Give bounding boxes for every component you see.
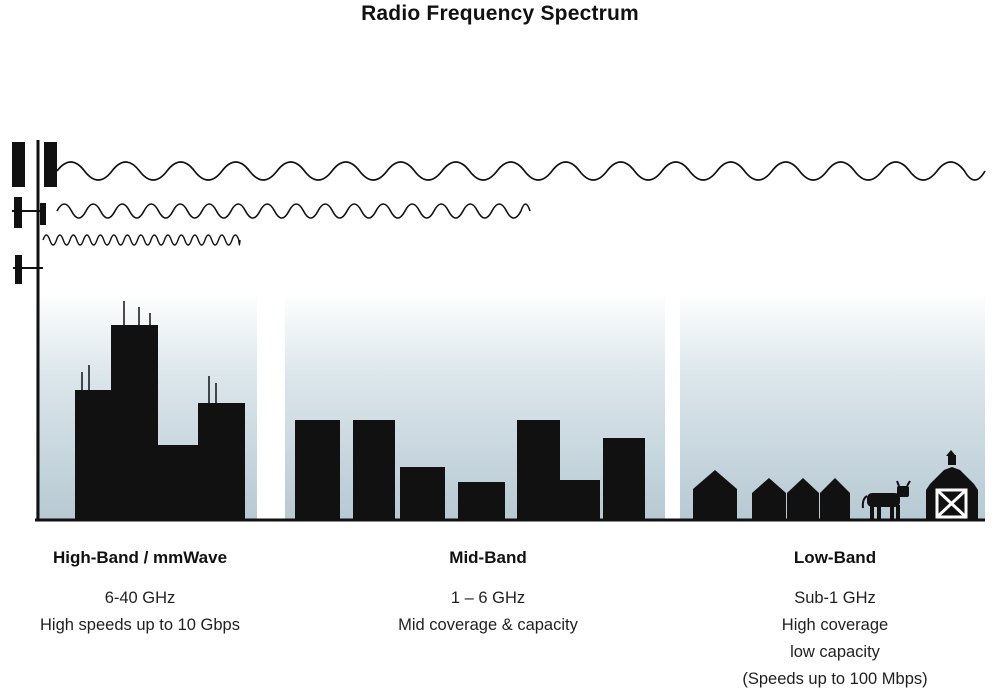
mid-band-section: Mid-Band 1 – 6 GHz Mid coverage & capaci…	[358, 548, 618, 639]
high-band-section: High-Band / mmWave 6-40 GHz High speeds …	[10, 548, 270, 639]
low-band-label: Low-Band	[793, 548, 877, 567]
low-band-description-3: (Speeds up to 100 Mbps)	[742, 670, 928, 688]
diagram-title: Radio Frequency Spectrum	[361, 2, 639, 25]
cell-tower-icon	[12, 140, 57, 520]
building-silhouette	[111, 325, 158, 520]
building-silhouette	[158, 445, 198, 520]
high-band-description: High speeds up to 10 Gbps	[40, 616, 240, 634]
short-wavelength-high-frequency-wave	[42, 234, 241, 246]
building-silhouette	[458, 482, 505, 520]
high-band-details: 6-40 GHz High speeds up to 10 Gbps	[10, 585, 270, 639]
low-band-section: Low-Band Sub-1 GHz High coverage low cap…	[705, 548, 965, 693]
long-wavelength-low-frequency-wave	[56, 161, 986, 181]
cow-icon	[861, 480, 911, 519]
house-icon	[752, 478, 786, 520]
ground-baseline	[35, 518, 985, 522]
barn-door-x	[935, 488, 968, 519]
building-silhouette	[603, 438, 645, 520]
low-band-details: Sub-1 GHz High coverage low capacity (Sp…	[705, 585, 965, 693]
midrise-buildings-icon	[295, 420, 645, 520]
mid-band-details: 1 – 6 GHz Mid coverage & capacity	[358, 585, 618, 639]
high-band-label: High-Band / mmWave	[52, 548, 228, 567]
mid-band-frequency: 1 – 6 GHz	[450, 589, 526, 607]
building-silhouette	[560, 480, 600, 520]
spectrum-illustration	[12, 140, 986, 522]
house-icon	[787, 478, 819, 520]
mid-band-label: Mid-Band	[449, 548, 527, 567]
house-icon	[693, 470, 737, 520]
low-band-frequency: Sub-1 GHz	[794, 589, 876, 607]
high-band-frequency: 6-40 GHz	[104, 589, 176, 607]
rooftop-antenna-icon	[81, 301, 217, 403]
building-silhouette	[517, 420, 560, 520]
mid-band-description: Mid coverage & capacity	[398, 616, 578, 634]
building-silhouette	[198, 403, 245, 520]
building-silhouette	[75, 390, 111, 520]
building-silhouette	[400, 467, 445, 520]
skyscrapers-icon	[75, 301, 245, 520]
building-silhouette	[353, 420, 395, 520]
building-silhouette	[295, 420, 340, 520]
medium-wavelength-mid-frequency-wave	[56, 203, 531, 219]
house-icon	[820, 478, 850, 520]
barn-icon	[926, 450, 978, 520]
low-band-description-1: High coverage	[781, 616, 889, 634]
rural-scene	[693, 450, 978, 520]
low-band-description-2: low capacity	[790, 643, 880, 661]
